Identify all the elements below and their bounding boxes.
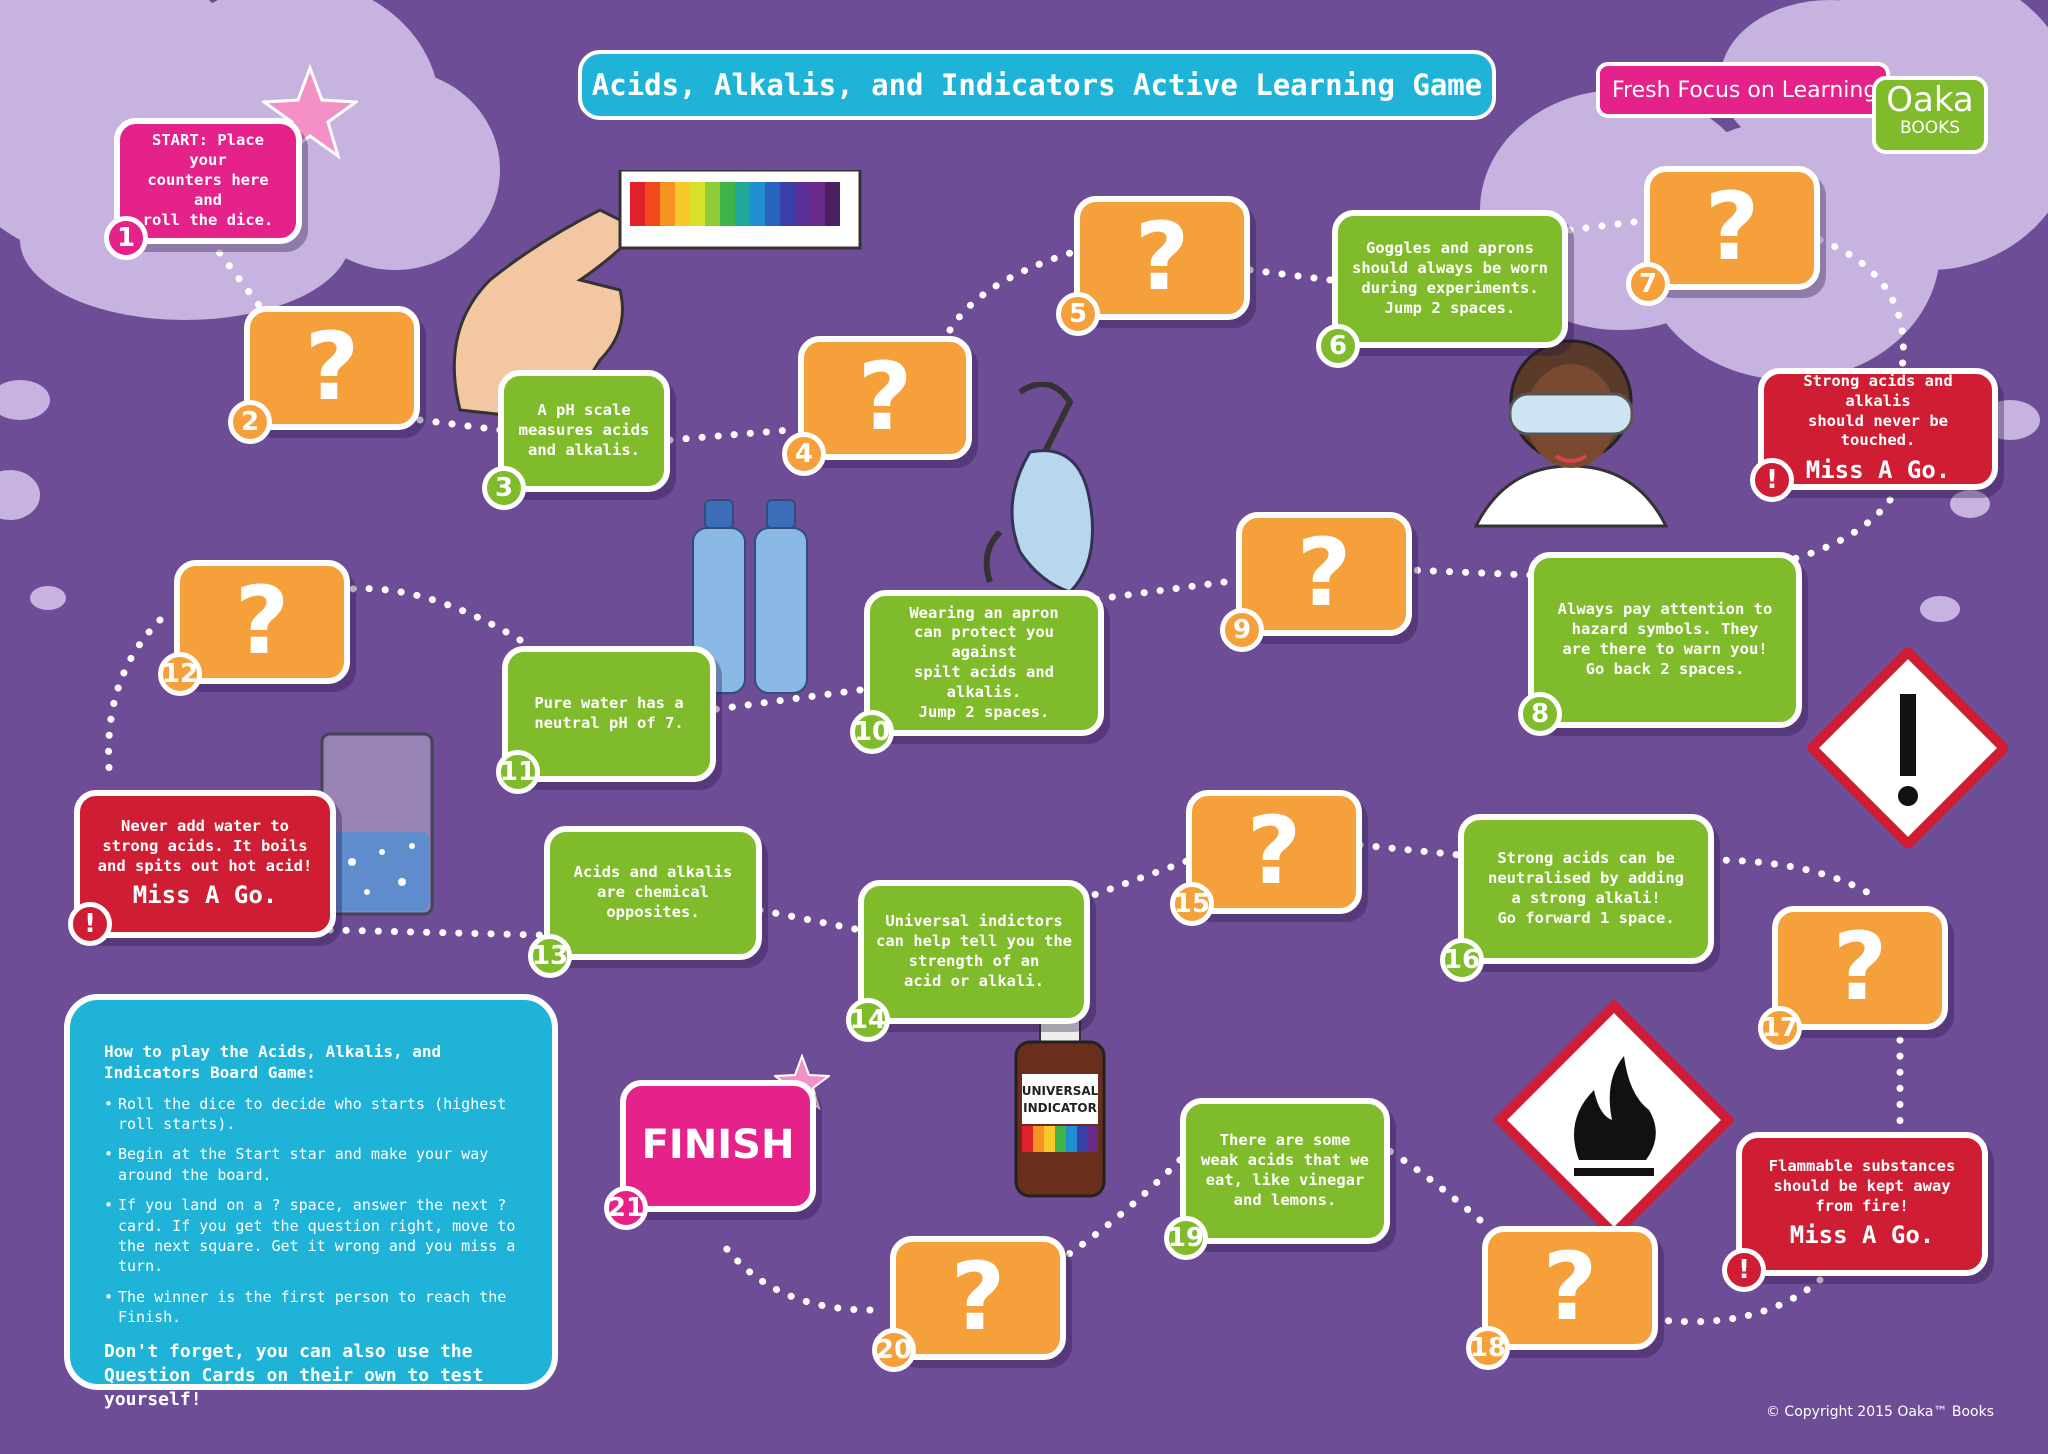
square-4-question[interactable]: ? bbox=[798, 336, 972, 460]
hazard-square-touch-marker: ! bbox=[1750, 458, 1794, 502]
square-20-number: 20 bbox=[872, 1328, 916, 1372]
cloud-small-left-3 bbox=[30, 586, 66, 610]
flammable-hazard-icon bbox=[1494, 1000, 1734, 1240]
square-13-number: 13 bbox=[528, 934, 572, 978]
square-16-fact[interactable]: Strong acids can be neutralised by addin… bbox=[1458, 814, 1714, 964]
square-16-number: 16 bbox=[1440, 938, 1484, 982]
square-6-fact[interactable]: Goggles and aprons should always be worn… bbox=[1332, 210, 1568, 348]
square-12-number: 12 bbox=[158, 652, 202, 696]
square-10-number: 10 bbox=[850, 710, 894, 754]
hazard-square-touch[interactable]: Strong acids and alkalis should never be… bbox=[1758, 368, 1998, 490]
hazard-square-water[interactable]: Never add water to strong acids. It boil… bbox=[74, 790, 336, 938]
square-6-number: 6 bbox=[1316, 324, 1360, 368]
start-star-icon bbox=[262, 64, 358, 160]
question-mark: ? bbox=[234, 567, 290, 676]
bottle-label-line-2: INDICATOR bbox=[1023, 1101, 1097, 1115]
square-5-question[interactable]: ? bbox=[1074, 196, 1250, 320]
beaker-illustration bbox=[320, 732, 434, 916]
square-3-number: 3 bbox=[482, 466, 526, 510]
miss-a-go-label: Miss A Go. bbox=[1789, 1221, 1935, 1250]
square-14-fact[interactable]: Universal indictors can help tell you th… bbox=[858, 880, 1090, 1024]
bottle-label-line-1: UNIVERSAL bbox=[1022, 1084, 1099, 1098]
hazard-square-flammable-marker: ! bbox=[1722, 1248, 1766, 1292]
hazard-text: Strong acids and alkalis should never be… bbox=[1803, 371, 1953, 450]
how-to-play-panel: How to play the Acids, Alkalis, and Indi… bbox=[64, 994, 558, 1410]
square-17-question[interactable]: ? bbox=[1772, 906, 1948, 1030]
question-mark: ? bbox=[857, 343, 913, 452]
square-2-number: 2 bbox=[228, 400, 272, 444]
square-1-number: 1 bbox=[104, 216, 148, 260]
hazard-text: Flammable substances should be kept away… bbox=[1768, 1156, 1956, 1215]
square-9-question[interactable]: ? bbox=[1236, 512, 1412, 636]
square-4-number: 4 bbox=[782, 432, 826, 476]
square-15-question[interactable]: ? bbox=[1186, 790, 1362, 914]
square-19-number: 19 bbox=[1164, 1216, 1208, 1260]
square-14-number: 14 bbox=[846, 998, 890, 1042]
question-mark: ? bbox=[304, 313, 360, 422]
miss-a-go-label: Miss A Go. bbox=[132, 881, 278, 910]
square-9-number: 9 bbox=[1220, 608, 1264, 652]
ph-colour-bands bbox=[630, 182, 840, 226]
rule-item: Roll the dice to decide who starts (high… bbox=[104, 1094, 532, 1135]
cloud-small-right-2 bbox=[1950, 490, 1990, 518]
cloud-small-right-3 bbox=[1920, 596, 1960, 622]
question-mark: ? bbox=[1832, 913, 1888, 1022]
square-1-start[interactable]: START: Place your counters here and roll… bbox=[114, 118, 302, 244]
square-5-number: 5 bbox=[1056, 292, 1100, 336]
hazard-text: Never add water to strong acids. It boil… bbox=[97, 816, 313, 875]
square-20-question[interactable]: ? bbox=[890, 1236, 1066, 1360]
how-to-play-footer: Don't forget, you can also use the Quest… bbox=[104, 1340, 484, 1411]
hazard-square-water-marker: ! bbox=[68, 902, 112, 946]
question-mark: ? bbox=[1704, 173, 1760, 282]
question-mark: ? bbox=[1246, 797, 1302, 906]
square-21-number: 21 bbox=[604, 1186, 648, 1230]
universal-indicator-bottle-illustration: UNIVERSAL INDICATOR bbox=[1014, 984, 1106, 1198]
square-10-fact[interactable]: Wearing an apron can protect you against… bbox=[864, 590, 1104, 736]
square-15-number: 15 bbox=[1170, 882, 1214, 926]
square-18-number: 18 bbox=[1466, 1326, 1510, 1370]
logo-sub-text: BOOKS bbox=[1899, 118, 1961, 138]
exclamation-hazard-icon bbox=[1808, 648, 2008, 848]
square-12-question[interactable]: ? bbox=[174, 560, 350, 684]
square-7-question[interactable]: ? bbox=[1644, 166, 1820, 290]
page-title: Acids, Alkalis, and Indicators Active Le… bbox=[578, 50, 1496, 120]
square-8-fact[interactable]: Always pay attention to hazard symbols. … bbox=[1528, 552, 1802, 728]
goggles-apron-illustration bbox=[983, 382, 1094, 594]
rules-list: Roll the dice to decide who starts (high… bbox=[104, 1094, 532, 1328]
ph-strip-hand-illustration bbox=[452, 170, 862, 422]
how-to-play-heading: How to play the Acids, Alkalis, and Indi… bbox=[104, 1042, 442, 1082]
square-19-fact[interactable]: There are some weak acids that we eat, l… bbox=[1180, 1098, 1390, 1244]
scientist-illustration bbox=[1473, 339, 1669, 528]
square-7-number: 7 bbox=[1626, 262, 1670, 306]
square-11-number: 11 bbox=[496, 750, 540, 794]
cloud-small-left bbox=[0, 380, 50, 420]
oaka-books-logo: Oaka BOOKS bbox=[1872, 76, 1988, 154]
rule-item: The winner is the first person to reach … bbox=[104, 1287, 532, 1328]
question-mark: ? bbox=[950, 1243, 1006, 1352]
question-mark: ? bbox=[1296, 519, 1352, 628]
logo-main-text: Oaka bbox=[1886, 80, 1974, 120]
rule-item: If you land on a ? space, answer the nex… bbox=[104, 1195, 532, 1277]
square-2-question[interactable]: ? bbox=[244, 306, 420, 430]
miss-a-go-label: Miss A Go. bbox=[1805, 456, 1951, 485]
hazard-square-flammable[interactable]: Flammable substances should be kept away… bbox=[1736, 1132, 1988, 1276]
rule-item: Begin at the Start star and make your wa… bbox=[104, 1144, 532, 1185]
square-11-fact[interactable]: Pure water has a neutral pH of 7. bbox=[502, 646, 716, 782]
question-mark: ? bbox=[1134, 203, 1190, 312]
square-8-number: 8 bbox=[1518, 692, 1562, 736]
square-18-question[interactable]: ? bbox=[1482, 1226, 1658, 1350]
square-21-finish[interactable]: FINISH bbox=[620, 1080, 816, 1212]
copyright-notice: © Copyright 2015 Oaka™ Books bbox=[1765, 1404, 1994, 1420]
square-3-fact[interactable]: A pH scale measures acids and alkalis. bbox=[498, 370, 670, 492]
question-mark: ? bbox=[1542, 1233, 1598, 1342]
brand-tagline: Fresh Focus on Learning bbox=[1596, 62, 1890, 118]
square-13-fact[interactable]: Acids and alkalis are chemical opposites… bbox=[544, 826, 762, 960]
square-17-number: 17 bbox=[1758, 1006, 1802, 1050]
